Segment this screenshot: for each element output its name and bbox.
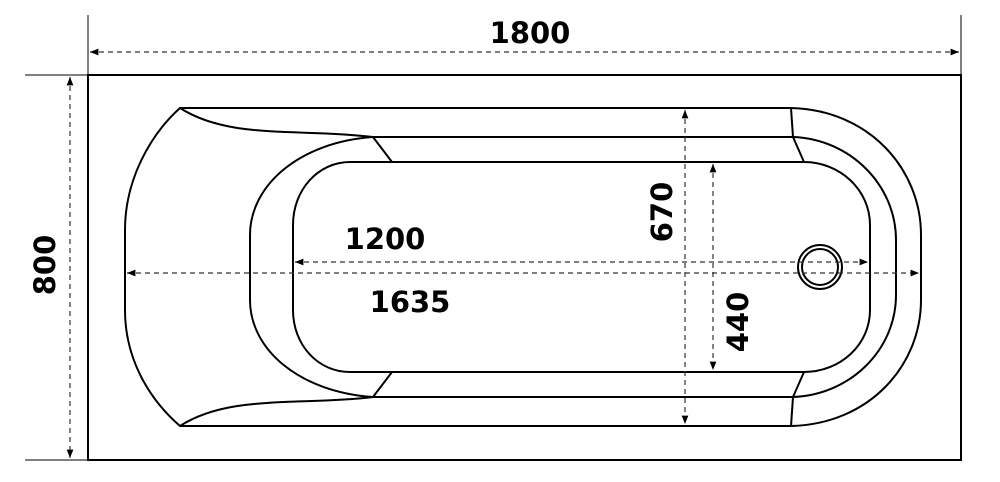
tub-second-contour — [249, 136, 897, 398]
tub-outer-rim — [124, 107, 922, 427]
tub-rim-curve-bottom — [179, 396, 374, 427]
label-1635: 1635 — [370, 285, 451, 319]
drain-icon — [797, 244, 843, 290]
contour-connectors — [372, 107, 805, 427]
label-800: 800 — [28, 235, 62, 296]
tub-frame — [87, 74, 962, 461]
label-1800: 1800 — [490, 16, 571, 50]
tub-inner-basin — [292, 161, 871, 373]
label-440: 440 — [721, 292, 755, 353]
tub-rim-curve-top — [179, 107, 374, 138]
label-670: 670 — [645, 182, 679, 243]
extension-lines — [25, 15, 962, 461]
label-1200: 1200 — [345, 222, 426, 256]
